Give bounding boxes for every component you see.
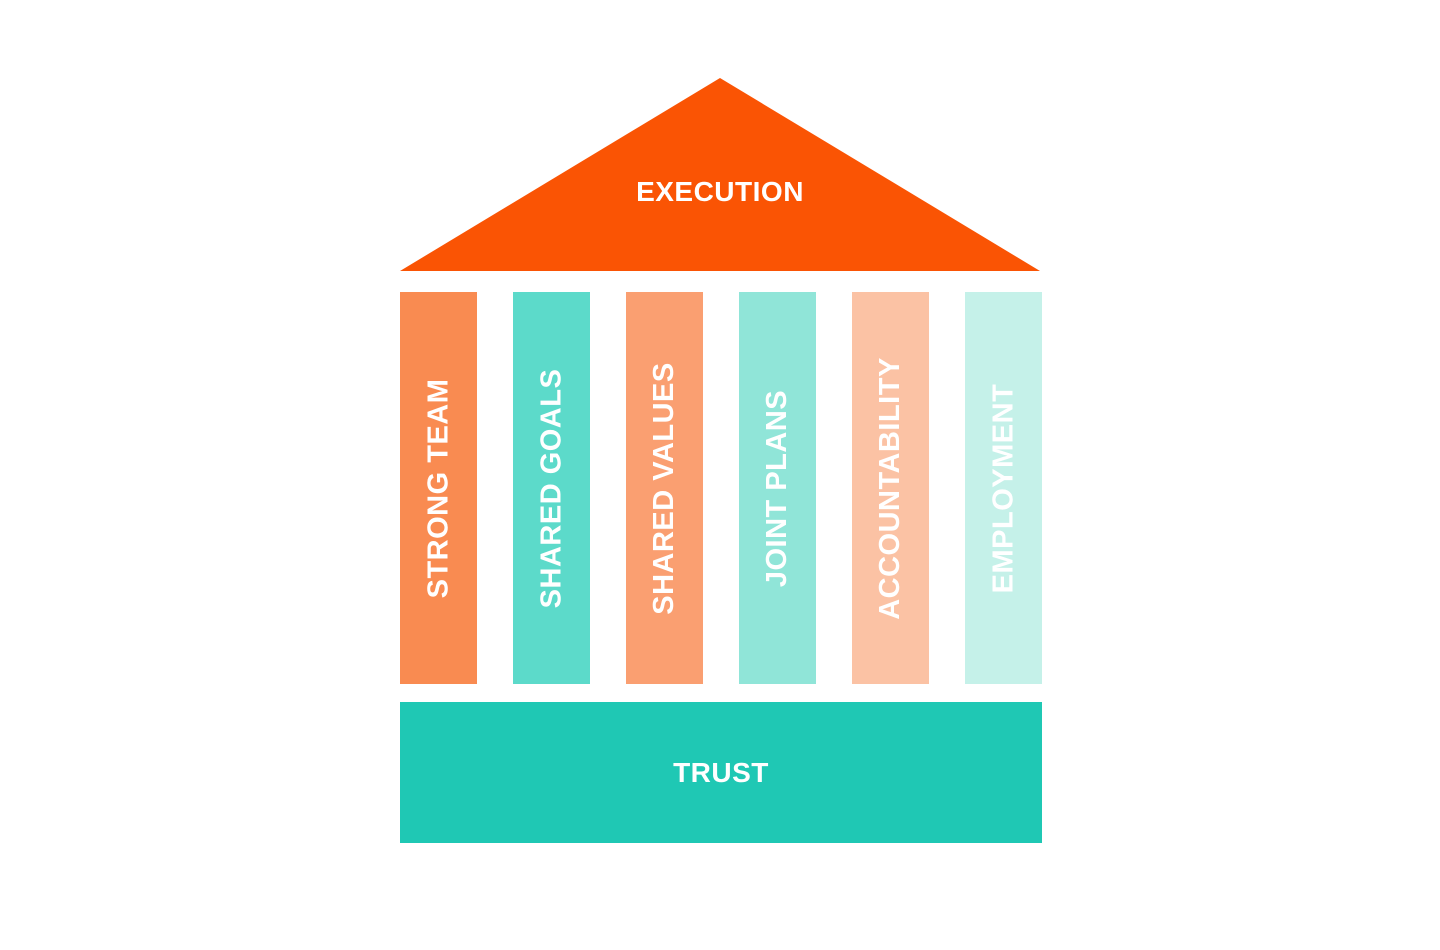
pillar-shared-goals-label: SHARED GOALS: [535, 368, 568, 608]
pillar-shared-goals: SHARED GOALS: [513, 292, 590, 684]
pillar-employment-label: EMPLOYMENT: [987, 383, 1019, 593]
pillar-joint-plans-label: JOINT PLANS: [761, 389, 793, 587]
pillar-accountability: ACCOUNTABILITY: [852, 292, 929, 684]
pillar-employment: EMPLOYMENT: [965, 292, 1042, 684]
pillars-row: STRONG TEAM SHARED GOALS SHARED VALUES J…: [400, 292, 1042, 684]
pillar-shared-values-label: SHARED VALUES: [648, 361, 680, 615]
pillar-strong-team: STRONG TEAM: [400, 292, 477, 684]
pillar-strong-team-label: STRONG TEAM: [422, 378, 454, 598]
pillar-accountability-label: ACCOUNTABILITY: [874, 356, 907, 620]
roof-triangle: [400, 78, 1040, 271]
base-label: TRUST: [673, 756, 769, 788]
roof-label: EXECUTION: [636, 176, 804, 207]
pillar-shared-values: SHARED VALUES: [626, 292, 703, 684]
pillar-joint-plans: JOINT PLANS: [739, 292, 816, 684]
roof-shape: [400, 78, 1040, 271]
base-bar: TRUST: [400, 702, 1042, 843]
